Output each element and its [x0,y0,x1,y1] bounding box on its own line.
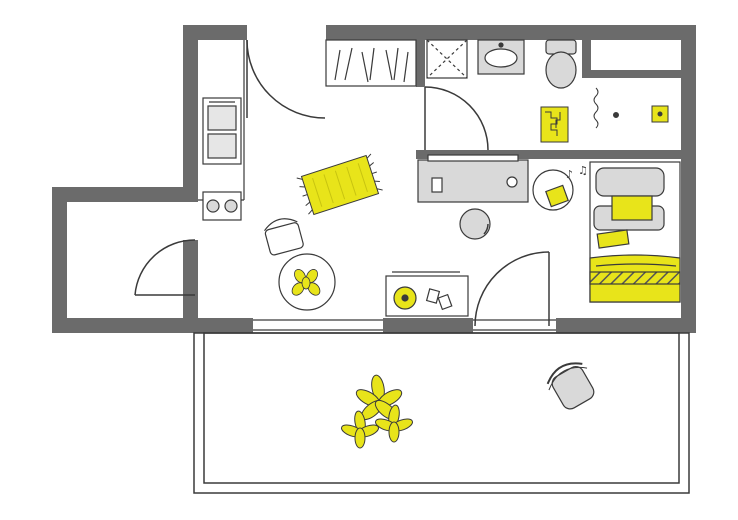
walls [52,25,696,333]
bathroom-rug [540,106,569,143]
nightstand: ♪ ♫ [532,164,588,211]
balcony-plant-lower-right [375,404,413,443]
balcony-plant-lower-left [341,410,379,449]
desk [417,154,529,203]
doors[interactable] [134,39,550,327]
dining-table[interactable] [278,253,336,311]
main-door[interactable] [246,39,326,119]
toilet[interactable] [545,39,577,89]
bathroom-door[interactable] [424,86,489,151]
balcony-chair[interactable] [542,356,601,414]
kitchen-sink[interactable] [202,97,242,165]
wardrobe [325,39,417,87]
balcony-plant [341,374,413,449]
shower-area [593,87,669,129]
entrance-door[interactable] [134,239,196,296]
svg-text:♫: ♫ [578,164,588,177]
sleeping-door[interactable] [474,251,550,327]
stove[interactable] [202,191,242,221]
svg-text:♪: ♪ [566,168,573,181]
table-plant [291,269,321,296]
washbasin[interactable] [477,39,525,75]
bed [589,161,681,303]
shower [426,39,468,79]
rug [296,153,383,216]
coffee-table [385,271,469,317]
windows [253,319,556,331]
balcony [193,332,690,494]
desk-stool[interactable] [459,208,491,240]
dining-chair[interactable] [263,215,304,256]
